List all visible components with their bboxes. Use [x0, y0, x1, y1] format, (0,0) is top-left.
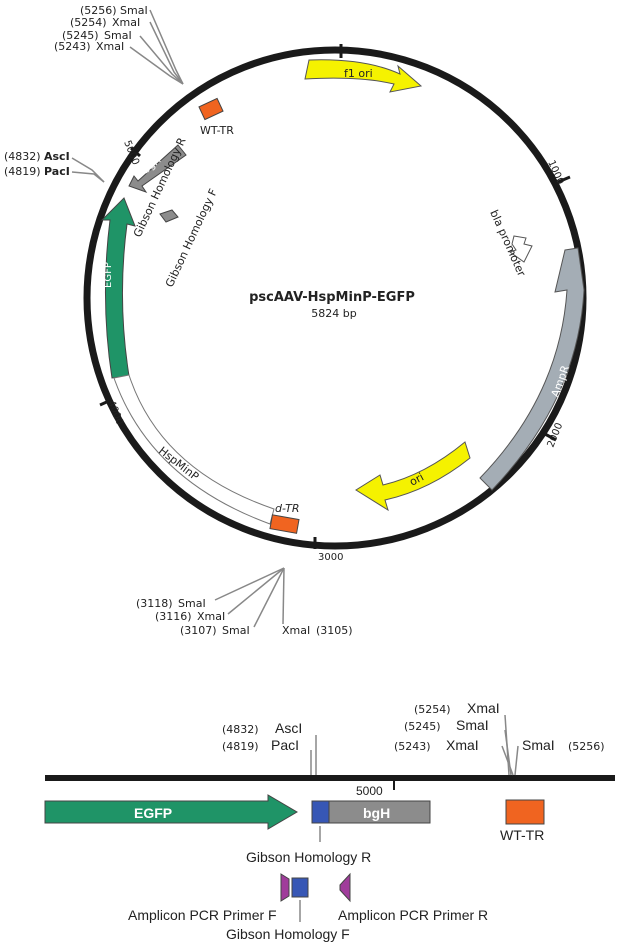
circular-ticks: [99, 44, 571, 549]
feature-wt-tr-box: [198, 97, 224, 121]
left-site-name-0: AscI: [44, 150, 70, 163]
bottom-site-name-2: SmaI: [222, 624, 250, 637]
linear-site-leader-d: [514, 745, 519, 776]
linear-wt-tr-box: [505, 799, 545, 825]
left-site-pos-0: (4832): [4, 150, 41, 163]
top-site-name-3: XmaI: [96, 40, 124, 53]
linear-bgh-box: [328, 800, 431, 824]
bottom-site-leader-1: [227, 567, 285, 615]
linear-tick-label-5000: 5000: [356, 784, 383, 798]
feature-bla-promoter-arrow: [508, 235, 533, 263]
linear-site-name-5245: SmaI: [456, 717, 489, 733]
left-site-name-1: PacI: [44, 165, 70, 178]
linear-site-pos-ascI: (4832): [222, 723, 259, 736]
linear-primer-f-arrow: [280, 873, 290, 902]
linear-site-pos-pacI: (4819): [222, 740, 259, 753]
feature-d-tr-box: [269, 514, 300, 534]
feature-ori-arrow: [355, 441, 471, 512]
linear-site-name-5254: XmaI: [467, 700, 500, 716]
linear-site-pos-5245: (5245): [404, 720, 441, 733]
linear-site-name-5243: XmaI: [446, 737, 479, 753]
linear-primer-f-label: Amplicon PCR Primer F: [128, 907, 277, 923]
bottom-site-name-3: XmaI: [282, 624, 310, 637]
bottom-site-pos-1: (3116): [155, 610, 192, 623]
linear-site-leader-c: [501, 745, 514, 776]
top-site-pos-1: (5254): [70, 16, 107, 29]
linear-site-pos-5256: (5256): [568, 740, 605, 753]
tick-mark-4000: [99, 398, 112, 407]
top-site-name-2: SmaI: [104, 29, 132, 42]
linear-site-name-5256: SmaI: [522, 737, 555, 753]
bottom-site-leaders: [214, 567, 285, 628]
bottom-site-leader-2: [253, 567, 285, 628]
top-site-name-0: SmaI: [120, 4, 148, 17]
bottom-site-name-0: SmaI: [178, 597, 206, 610]
left-site-pos-1: (4819): [4, 165, 41, 178]
left-site-leader-1: [71, 171, 105, 183]
top-site-leader-2: [139, 35, 184, 85]
feature-f1-ori-arrow: [304, 59, 423, 93]
feature-gibson-f-arrow: [159, 209, 179, 223]
linear-gibson-f-box: [291, 877, 309, 898]
top-site-leader-3: [129, 46, 184, 85]
feature-ampr-arrow: [479, 247, 585, 491]
plasmid-name: pscAAV-HspMinP-EGFP: [249, 290, 415, 305]
tick-mark-2000: [544, 432, 557, 442]
feature-egfp-arrow: [100, 197, 136, 379]
feature-f1-ori-label: f1 ori: [344, 67, 373, 80]
feature-bgh-arrow: [128, 144, 187, 193]
linear-site-pos-5254: (5254): [414, 703, 451, 716]
bottom-site-leader-0: [214, 567, 285, 601]
feature-d-tr-label: d-TR: [275, 502, 300, 515]
feature-wt-tr-label: WT-TR: [200, 124, 234, 137]
linear-gibson-r-box: [311, 800, 330, 824]
top-site-name-1: XmaI: [112, 16, 140, 29]
tick-label-3000: 3000: [318, 552, 343, 563]
bottom-site-pos-2: (3107): [180, 624, 217, 637]
bottom-site-name-1: XmaI: [197, 610, 225, 623]
linear-site-name-ascI: AscI: [275, 720, 302, 736]
linear-primer-r-label: Amplicon PCR Primer R: [338, 907, 488, 923]
linear-gibson-r-label: Gibson Homology R: [246, 849, 371, 865]
linear-site-pos-5243: (5243): [394, 740, 431, 753]
feature-ori-label: ori: [407, 470, 426, 488]
bottom-site-leader-3: [282, 567, 285, 625]
tick-mark-5000: [130, 146, 141, 158]
top-site-leader-0: [149, 9, 184, 85]
linear-bgh-label: bgH: [363, 805, 390, 821]
top-site-leaders: [129, 9, 184, 85]
linear-gibson-f-label: Gibson Homology F: [226, 926, 350, 942]
linear-wt-tr-label: WT-TR: [500, 827, 544, 843]
feature-egfp-label: EGFP: [103, 262, 114, 288]
bottom-site-pos-0: (3118): [136, 597, 173, 610]
linear-primer-r-arrow: [339, 872, 351, 903]
plasmid-size: 5824 bp: [311, 307, 356, 320]
linear-site-name-pacI: PacI: [271, 737, 299, 753]
top-site-pos-2: (5245): [62, 29, 99, 42]
top-site-pos-3: (5243): [54, 40, 91, 53]
linear-egfp-arrow: [44, 794, 298, 830]
left-site-leaders: [71, 157, 105, 183]
bottom-site-pos-3: (3105): [316, 624, 353, 637]
feature-gibson-f-label: Gibson Homology F: [163, 187, 220, 290]
tick-label-4000: 4000: [105, 399, 125, 427]
top-site-leader-1: [149, 21, 184, 85]
tick-mark-1000: [557, 175, 571, 184]
linear-egfp-label: EGFP: [134, 805, 172, 821]
top-site-pos-0: (5256): [80, 4, 117, 17]
